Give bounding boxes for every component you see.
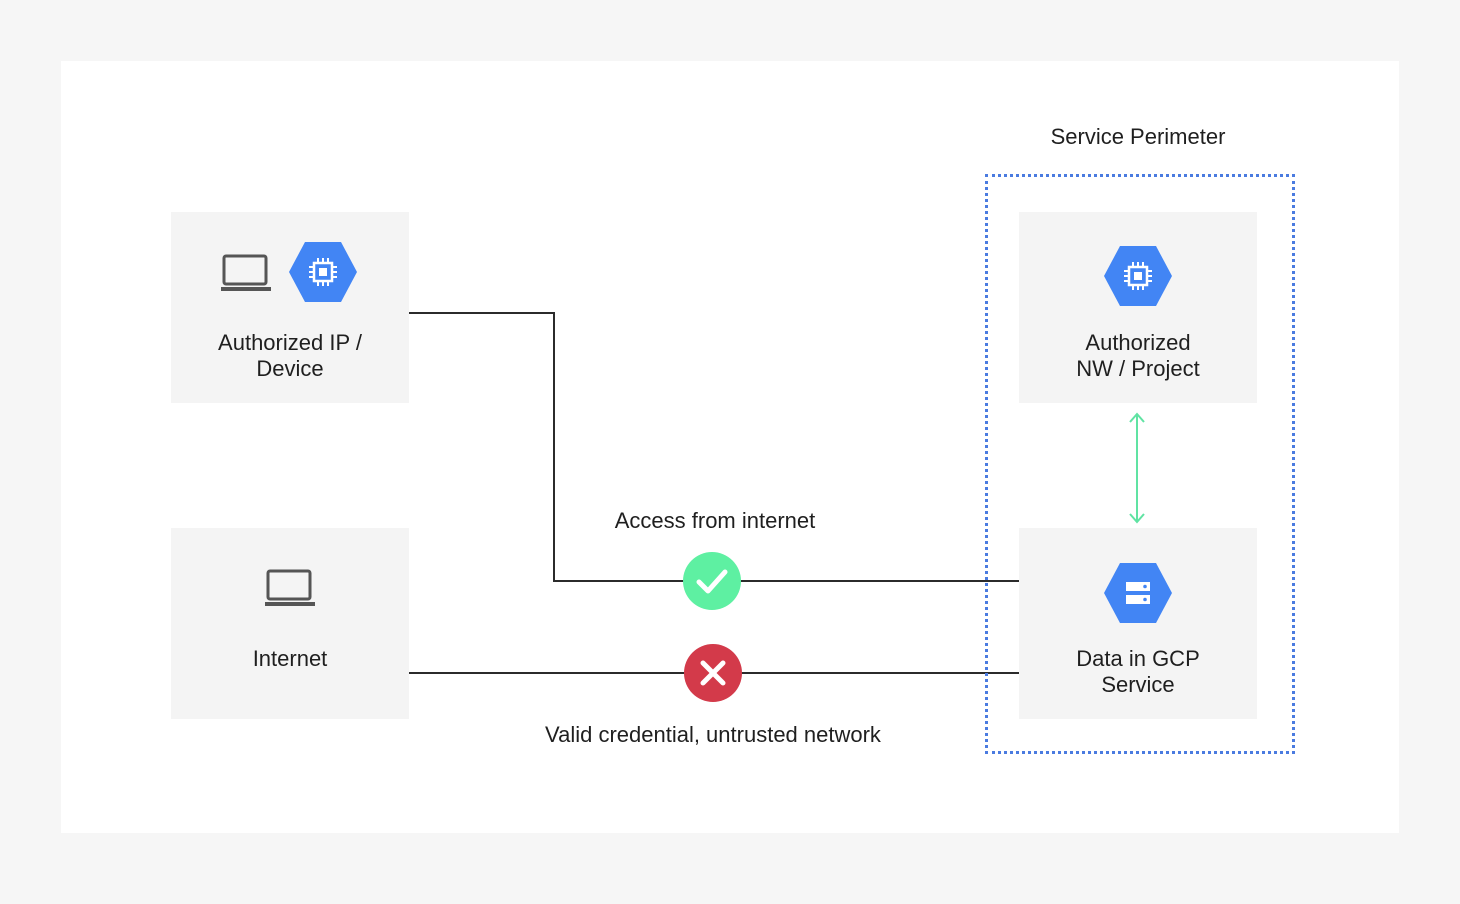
service-perimeter [985, 174, 1295, 754]
allowed-connector [409, 312, 1019, 582]
authorized-project-box [1019, 212, 1257, 403]
laptop-icon [221, 254, 271, 291]
authorized-project-label: Authorized NW / Project [1076, 330, 1200, 381]
compute-engine-icon [1104, 246, 1172, 306]
blocked-connection-label: Valid credential, untrusted network [545, 722, 881, 747]
storage-icon [1104, 563, 1172, 623]
authorized-device-label: Authorized IP / Device [218, 330, 362, 381]
internet-label: Internet [252, 646, 328, 671]
laptop-icon [265, 569, 315, 606]
gcp-data-label: Data in GCP Service [1076, 646, 1200, 697]
bidirectional-arrow [1129, 412, 1145, 524]
check-icon [683, 552, 741, 610]
gcp-data-box [1019, 528, 1257, 719]
service-perimeter-label: Service Perimeter [1050, 124, 1226, 149]
internet-box [171, 528, 409, 719]
compute-engine-icon [289, 242, 357, 302]
authorized-device-box [171, 212, 409, 403]
allowed-connection-label: Access from internet [614, 508, 816, 533]
cross-icon [684, 644, 742, 702]
